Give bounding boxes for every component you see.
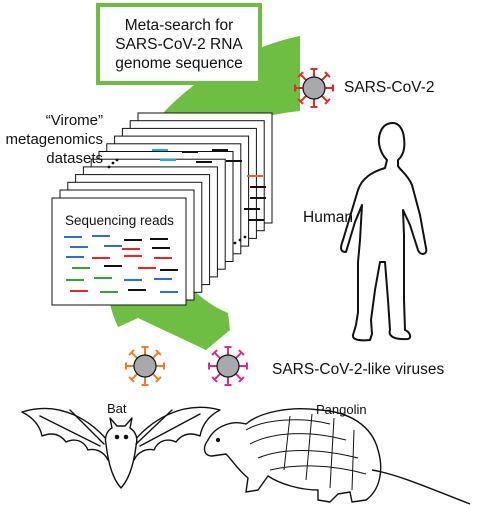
virus-spike-cap (324, 71, 331, 78)
virus-spike (235, 351, 243, 359)
virus-spike (321, 95, 329, 103)
virus-spike-cap (238, 376, 245, 383)
virus-spike (299, 73, 307, 81)
pangolin-illustration (203, 408, 471, 505)
virus-body (133, 354, 157, 378)
human-silhouette-icon (340, 122, 428, 342)
virus-spike-cap (324, 98, 331, 105)
virus-spike-cap (211, 376, 218, 383)
datasets-label-line-2: metagenomics (5, 131, 103, 148)
pangolin-virus-icon (208, 346, 248, 386)
virus-spike (213, 373, 221, 381)
meta-search-line-1: Meta-search for (124, 16, 234, 34)
virus-body (302, 76, 326, 100)
virus-spike (321, 73, 329, 81)
virus-spike-cap (155, 349, 162, 356)
sars-cov-2-label: SARS-CoV-2 (344, 79, 435, 96)
virus-spike-cap (211, 349, 218, 356)
bat-label: Bat (107, 401, 127, 416)
virus-body (216, 354, 240, 378)
virus-spike-cap (297, 71, 304, 78)
ellipsis-bottom-dots (233, 235, 247, 245)
human-label: Human (303, 209, 353, 226)
datasets-label-line-1: “Virome” (45, 112, 103, 129)
virus-spike-cap (238, 349, 245, 356)
sars-cov-2-virus-icon (294, 68, 334, 108)
virus-spike (235, 373, 243, 381)
bat-virus-icon (125, 346, 165, 386)
ellipsis-top-dots (107, 158, 119, 169)
sars-cov-2-like-viruses-label: SARS-CoV-2-like viruses (272, 361, 445, 378)
datasets-label: “Virome” metagenomics datasets (5, 111, 103, 168)
meta-search-box: Meta-search for SARS-CoV-2 RNA genome se… (96, 3, 262, 85)
virus-spike (213, 351, 221, 359)
virus-spike (152, 373, 160, 381)
virus-spike (130, 351, 138, 359)
virus-spike-cap (297, 98, 304, 105)
bat-illustration (21, 406, 221, 489)
virus-spike-cap (128, 376, 135, 383)
virus-spike (152, 351, 160, 359)
meta-search-line-2: SARS-CoV-2 RNA (115, 35, 243, 53)
meta-search-line-3: genome sequence (115, 54, 243, 72)
virus-spike-cap (128, 349, 135, 356)
sequencing-reads (64, 235, 178, 293)
front-sheet (51, 197, 187, 306)
datasets-label-line-3: datasets (46, 150, 103, 167)
virus-spike-cap (155, 376, 162, 383)
pangolin-label: Pangolin (316, 402, 367, 417)
virus-spike (299, 95, 307, 103)
sequencing-reads-label: Sequencing reads (65, 213, 174, 228)
virus-spike (130, 373, 138, 381)
